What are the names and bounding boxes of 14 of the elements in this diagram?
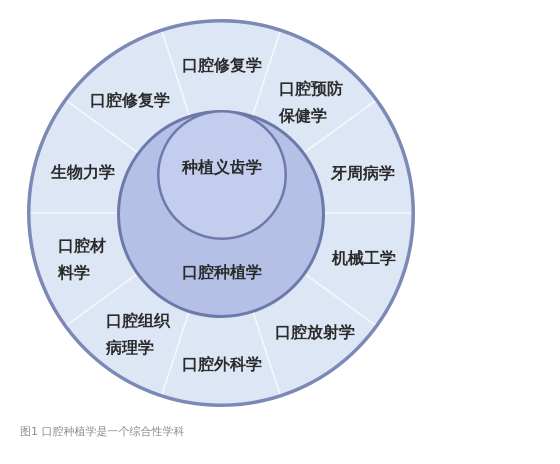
- subject-label: 口腔放射学: [275, 318, 355, 346]
- subject-label: 牙周病学: [331, 160, 395, 186]
- subject-label: 种植义齿学: [182, 156, 262, 178]
- subject-label: 机械工学: [332, 244, 396, 272]
- subject-label: 口腔外科学: [182, 350, 262, 378]
- subject-label: 生物力学: [51, 158, 115, 186]
- subject-label: 口腔种植学: [182, 262, 262, 284]
- subject-label: 口腔材料学: [58, 232, 110, 286]
- subject-label: 口腔预防保健学: [279, 75, 347, 129]
- outer-circle: [27, 19, 415, 407]
- subject-label: 口腔组织病理学: [106, 307, 174, 361]
- caption: 图1 口腔种植学是一个综合性学科: [20, 424, 184, 439]
- subject-label: 口腔修复学: [90, 86, 170, 114]
- subject-label: 口腔修复学: [182, 52, 262, 78]
